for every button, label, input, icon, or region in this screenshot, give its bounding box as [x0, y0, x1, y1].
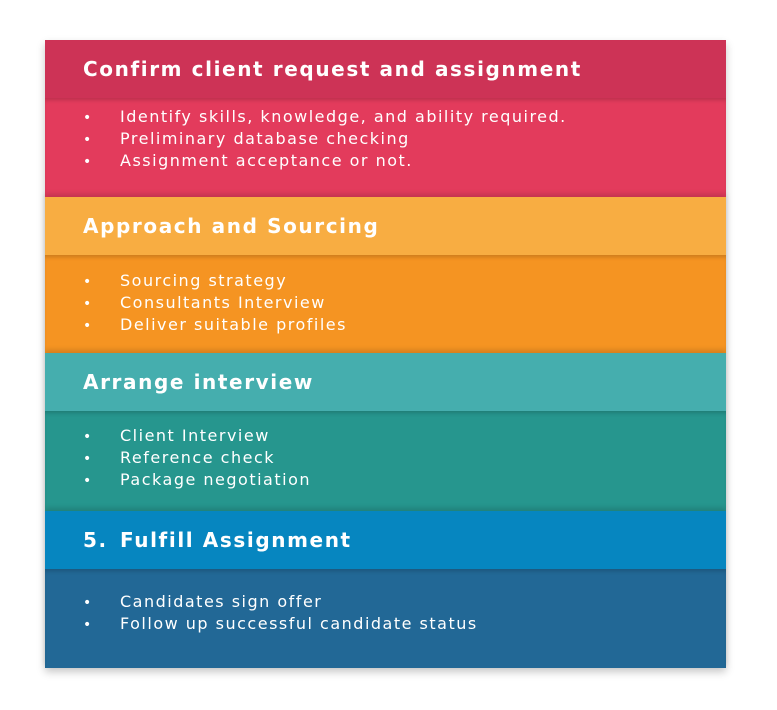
step-header: 5. Fulfill Assignment [45, 511, 726, 569]
bullet-icon: • [83, 318, 93, 334]
list-item: •Preliminary database checking [83, 128, 567, 150]
step-body: •Client Interview •Reference check •Pack… [45, 411, 726, 511]
step-bullet-list: •Sourcing strategy •Consultants Intervie… [83, 270, 347, 336]
list-item: •Consultants Interview [83, 292, 347, 314]
list-item: •Identify skills, knowledge, and ability… [83, 106, 567, 128]
step-confirm-client-request: Confirm client request and assignment •I… [45, 40, 726, 197]
step-header: Arrange interview [45, 353, 726, 411]
list-item: •Package negotiation [83, 469, 311, 491]
bullet-icon: • [83, 296, 93, 312]
step-title: Arrange interview [83, 370, 314, 394]
step-bullet-list: •Candidates sign offer •Follow up succes… [83, 591, 478, 635]
list-item: •Deliver suitable profiles [83, 314, 347, 336]
step-arrange-interview: Arrange interview •Client Interview •Ref… [45, 353, 726, 511]
bullet-icon: • [83, 451, 93, 467]
step-bullet-list: •Client Interview •Reference check •Pack… [83, 425, 311, 491]
list-item: •Candidates sign offer [83, 591, 478, 613]
step-header: Confirm client request and assignment [45, 40, 726, 98]
bullet-icon: • [83, 473, 93, 489]
step-approach-sourcing: Approach and Sourcing •Sourcing strategy… [45, 197, 726, 353]
step-title: Approach and Sourcing [83, 214, 380, 238]
bullet-icon: • [83, 274, 93, 290]
step-body: •Identify skills, knowledge, and ability… [45, 98, 726, 197]
bullet-icon: • [83, 429, 93, 445]
bullet-icon: • [83, 132, 93, 148]
step-body: •Sourcing strategy •Consultants Intervie… [45, 255, 726, 353]
list-item: •Reference check [83, 447, 311, 469]
bullet-icon: • [83, 595, 93, 611]
step-header: Approach and Sourcing [45, 197, 726, 255]
list-item: •Follow up successful candidate status [83, 613, 478, 635]
list-item: •Client Interview [83, 425, 311, 447]
bullet-icon: • [83, 110, 93, 126]
step-title: Confirm client request and assignment [83, 57, 582, 81]
bullet-icon: • [83, 154, 93, 170]
step-bullet-list: •Identify skills, knowledge, and ability… [83, 106, 567, 172]
step-title: Fulfill Assignment [120, 528, 352, 552]
list-item: •Sourcing strategy [83, 270, 347, 292]
step-number: 5. [83, 528, 108, 552]
step-fulfill-assignment: 5. Fulfill Assignment •Candidates sign of… [45, 511, 726, 668]
step-body: •Candidates sign offer •Follow up succes… [45, 569, 726, 668]
list-item: •Assignment acceptance or not. [83, 150, 567, 172]
bullet-icon: • [83, 617, 93, 633]
process-steps-card: Confirm client request and assignment •I… [45, 40, 726, 668]
